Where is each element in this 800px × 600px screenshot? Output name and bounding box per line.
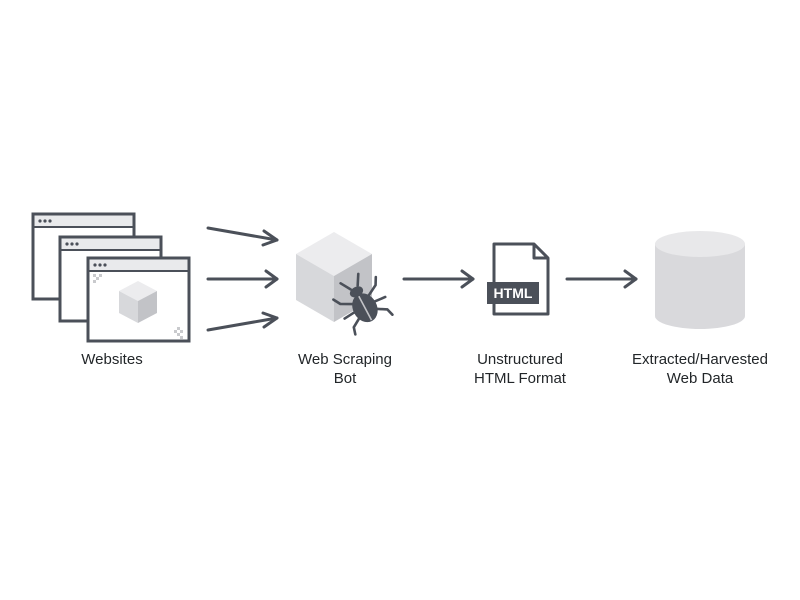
browser-windows-icon bbox=[31, 212, 191, 343]
arrow-right-icon bbox=[206, 311, 279, 332]
bot-label-line-2: Bot bbox=[333, 370, 357, 387]
extracted-web-data-label: Extracted/Harvested Web Data bbox=[610, 350, 790, 388]
database-cylinder-icon bbox=[655, 231, 745, 329]
data-label-line-1: Extracted/Harvested bbox=[632, 351, 768, 368]
web-scraping-bot-label: Web Scraping Bot bbox=[270, 350, 420, 388]
html-label-line-1: Unstructured bbox=[477, 351, 563, 368]
html-document-icon: HTML bbox=[487, 242, 550, 316]
html-badge-text: HTML bbox=[494, 285, 533, 301]
arrow-right-icon bbox=[206, 269, 279, 289]
html-label-line-2: HTML Format bbox=[474, 370, 566, 387]
data-label-line-2: Web Data bbox=[666, 370, 734, 387]
unstructured-html-label: Unstructured HTML Format bbox=[445, 350, 595, 388]
arrow-right-icon bbox=[565, 269, 638, 289]
websites-label: Websites bbox=[62, 350, 162, 369]
arrow-right-icon bbox=[206, 226, 279, 247]
browser-window-front bbox=[86, 256, 191, 343]
bug-icon bbox=[332, 272, 394, 336]
bot-label-line-1: Web Scraping bbox=[298, 351, 392, 368]
small-cube-icon bbox=[119, 281, 157, 323]
arrow-right-icon bbox=[402, 269, 475, 289]
websites-label-line-1: Websites bbox=[81, 351, 143, 368]
cube-with-bug-icon bbox=[296, 232, 394, 336]
